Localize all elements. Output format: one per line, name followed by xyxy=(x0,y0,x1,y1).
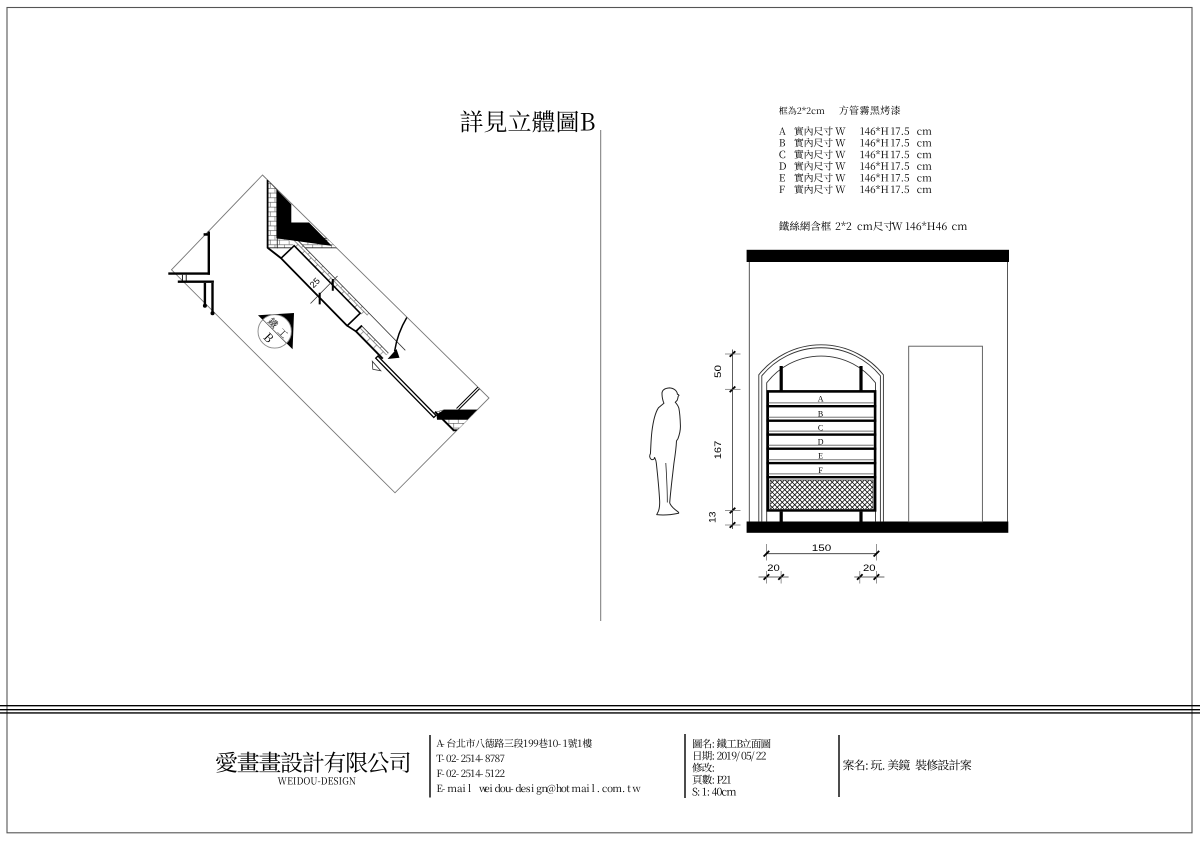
svg-text:50: 50 xyxy=(713,365,724,378)
svg-text:20: 20 xyxy=(863,563,876,574)
svg-text:E: E xyxy=(818,452,823,461)
svg-text:13: 13 xyxy=(708,512,719,524)
svg-text:B: B xyxy=(818,409,823,418)
svg-text:C: C xyxy=(818,424,823,433)
svg-text:A: A xyxy=(818,395,824,404)
svg-text:20: 20 xyxy=(767,563,780,574)
svg-text:F: F xyxy=(818,466,823,475)
svg-text:150: 150 xyxy=(812,543,832,554)
svg-text:D: D xyxy=(818,438,824,447)
svg-text:167: 167 xyxy=(713,441,724,460)
